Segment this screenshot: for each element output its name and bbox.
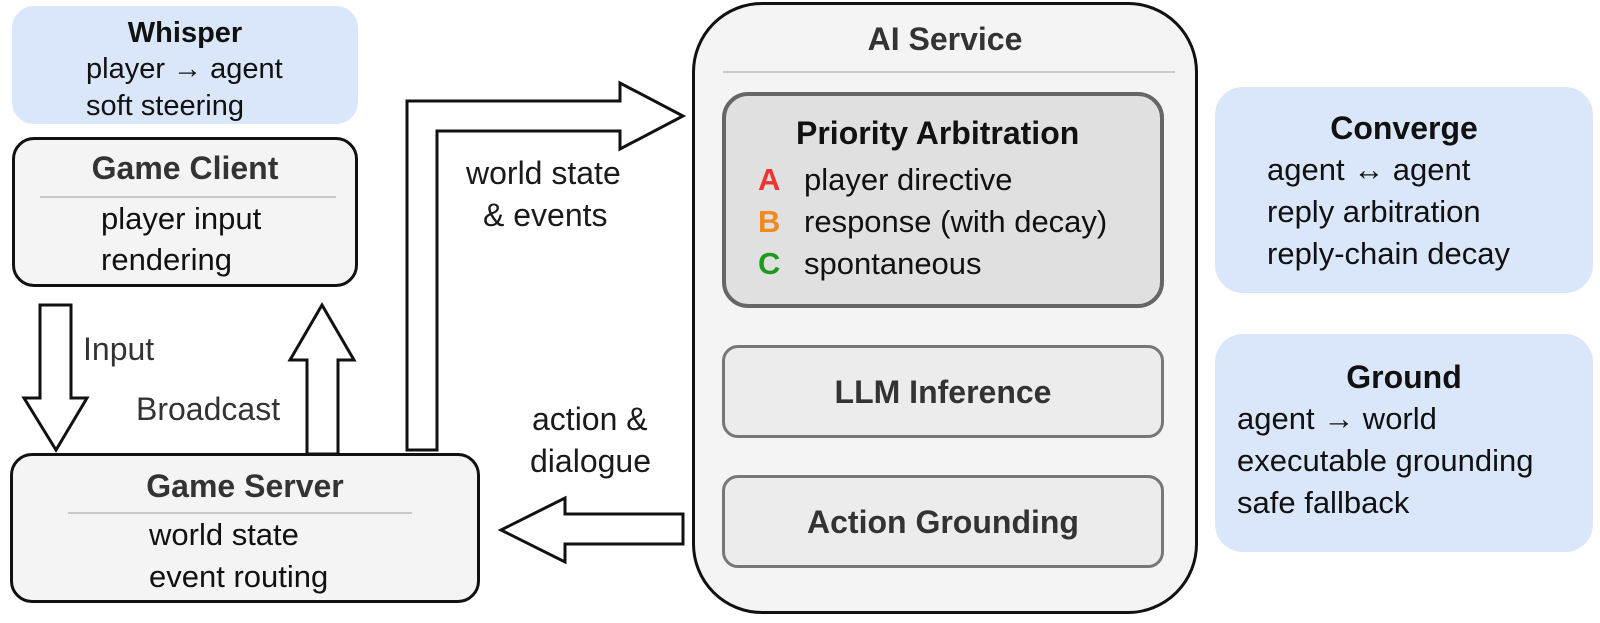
action-grounding-title: Action Grounding [807,504,1079,540]
game-client-title: Game Client [91,150,279,186]
action-arrow [497,495,685,565]
whisper-box: Whisper player → agent soft steering [12,6,358,124]
whisper-line: player → agent [86,53,283,85]
world-state-label: & events [483,197,608,233]
world-state-label: world state [466,155,621,191]
converge-box: Converge agent ↔ agent reply arbitration… [1215,87,1593,293]
game-server-line: world state [149,517,299,552]
game-server-title: Game Server [146,468,344,504]
ground-title: Ground [1346,359,1462,395]
game-client-line: rendering [101,242,232,277]
priority-text: response (with decay) [804,204,1108,239]
priority-text: player directive [804,162,1013,197]
priority-text: spontaneous [804,246,982,281]
broadcast-arrow [287,302,357,456]
divider [68,512,412,514]
action-label: action & [532,401,648,437]
action-grounding-box: Action Grounding [722,475,1164,568]
priority-letter-a: A [758,162,781,197]
converge-title: Converge [1330,110,1478,146]
input-arrow [21,303,90,453]
llm-inference-title: LLM Inference [834,374,1052,410]
llm-inference-box: LLM Inference [722,345,1164,438]
priority-letter-c: C [758,246,781,281]
ai-service-title: AI Service [867,21,1023,57]
input-label: Input [83,331,155,367]
priority-title: Priority Arbitration [796,115,1080,151]
ground-line: safe fallback [1237,485,1410,520]
ground-line: agent → world [1237,401,1437,436]
game-client-line: player input [101,201,262,236]
whisper-line: soft steering [86,90,244,122]
converge-line: reply-chain decay [1267,236,1510,271]
divider [40,196,336,198]
ground-box: Ground agent → world executable groundin… [1215,334,1593,552]
game-client-box: Game Client player input rendering [12,137,358,287]
world-state-arrow [405,80,687,452]
priority-letter-b: B [758,204,781,239]
converge-line: agent ↔ agent [1267,152,1471,187]
game-server-box: Game Server world state event routing [10,453,480,603]
game-server-line: event routing [149,559,329,594]
converge-line: reply arbitration [1267,194,1481,229]
ground-line: executable grounding [1237,443,1534,478]
whisper-title: Whisper [127,17,243,49]
divider [723,71,1175,73]
broadcast-label: Broadcast [136,391,281,427]
action-label: dialogue [530,443,651,479]
